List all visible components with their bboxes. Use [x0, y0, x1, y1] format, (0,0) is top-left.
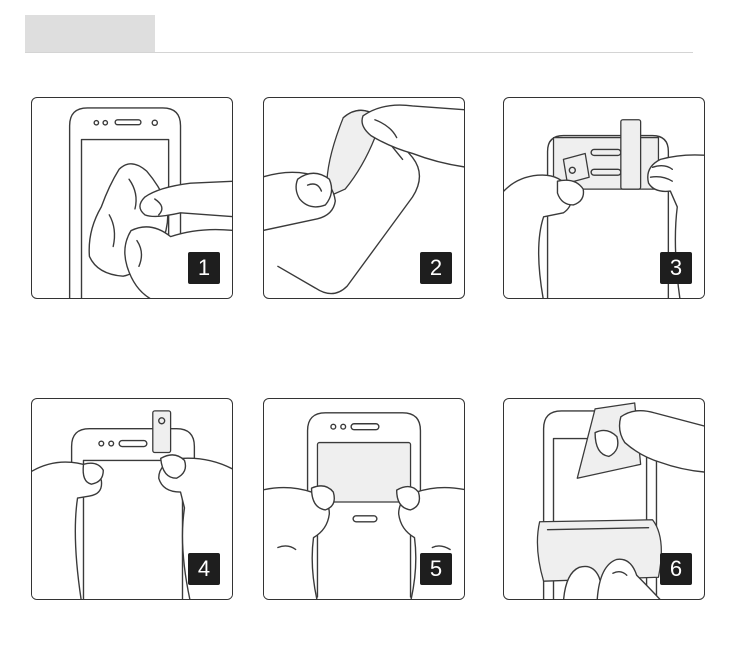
step-2-panel: 2 — [263, 97, 465, 299]
header-divider — [25, 52, 693, 53]
step-6-panel: 6 — [503, 398, 705, 600]
step-6-illustration — [536, 402, 704, 599]
step-1-number-badge: 1 — [188, 252, 220, 284]
step-4-panel: 4 — [31, 398, 233, 600]
step-1-illustration — [68, 107, 232, 298]
step-5-illustration — [264, 412, 464, 599]
step-5-panel: 5 — [263, 398, 465, 600]
header-tab — [25, 15, 155, 53]
step-2-number-badge: 2 — [420, 252, 452, 284]
step-6-number-badge: 6 — [660, 553, 692, 585]
step-2-illustration — [264, 104, 464, 295]
step-5-number-badge: 5 — [420, 553, 452, 585]
step-3-number-badge: 3 — [660, 252, 692, 284]
step-4-number-badge: 4 — [188, 553, 220, 585]
step-1-panel: 1 — [31, 97, 233, 299]
step-3-panel: 3 — [503, 97, 705, 299]
